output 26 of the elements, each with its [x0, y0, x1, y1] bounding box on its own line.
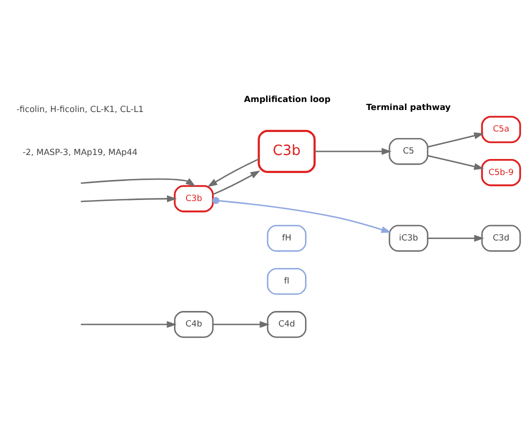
node-box: C5: [388, 138, 428, 165]
label: -2, MASP-3, MAp19, MAp44: [22, 147, 138, 157]
arrow: [207, 158, 260, 188]
label: Terminal pathway: [366, 102, 451, 112]
arrow: [212, 196, 392, 233]
arrow: [213, 321, 270, 328]
arrow: [428, 234, 484, 242]
node-box: iC3b: [388, 224, 428, 252]
arrow: [212, 170, 260, 196]
node-box: C3d: [481, 224, 521, 252]
node-box: C4d: [266, 311, 306, 338]
node-box: C4b: [174, 311, 214, 338]
node-box: C5a: [481, 116, 522, 144]
arrow: [428, 155, 484, 170]
node-box: C3b: [258, 130, 316, 173]
arrow: [80, 195, 177, 202]
node-box: fH: [266, 224, 306, 252]
node-box: C5b-9: [481, 159, 522, 186]
arrow: [314, 148, 392, 155]
arrow: [80, 178, 196, 186]
arrow: [80, 321, 177, 328]
arrow: [428, 132, 484, 148]
label: Amplification loop: [244, 94, 331, 104]
node-box: fI: [266, 268, 306, 295]
label: -ficolin, H-ficolin, CL-K1, CL-L1: [16, 104, 144, 114]
node-box: C3b: [174, 185, 214, 212]
